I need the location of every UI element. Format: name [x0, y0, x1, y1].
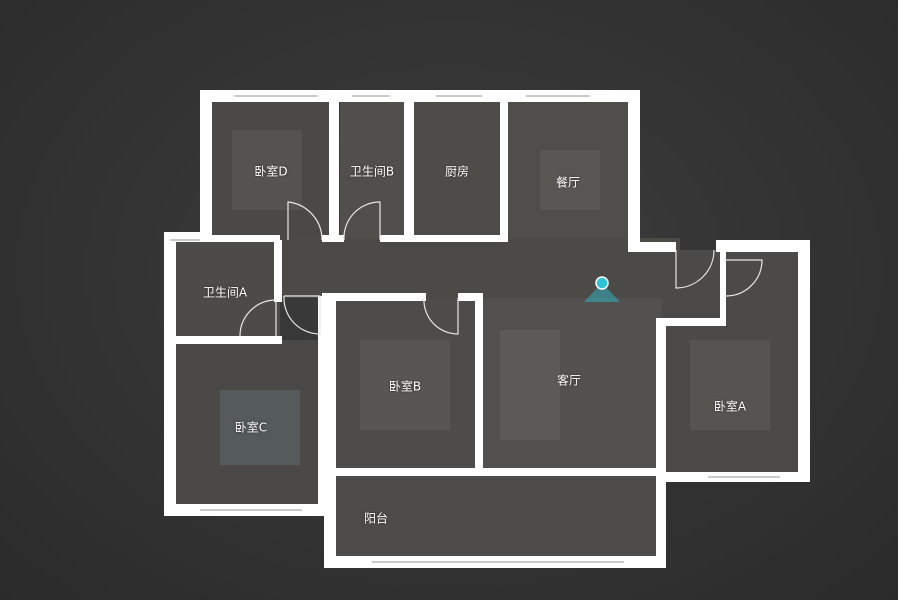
wall-bedroom-a-right: [798, 240, 810, 482]
room-floors: [176, 100, 800, 562]
wall-top: [200, 90, 640, 102]
wall-bathroom-a-right: [274, 240, 282, 302]
doors: [239, 201, 763, 337]
wall-bedroom-a-entry-post: [720, 250, 726, 326]
wall-dining-bottom-right: [628, 242, 676, 252]
wall-bathroom-a-top: [164, 232, 212, 242]
table-dining: [540, 150, 600, 210]
wall-upper-rooms-bottom: [200, 235, 280, 242]
wall-bedroom-b-top: [322, 293, 426, 301]
door-bedroom-a: [725, 259, 763, 297]
room-label-living[interactable]: 客厅: [556, 373, 582, 388]
wall-bedroom-b-bottom: [328, 468, 656, 476]
wall-bedroom-a-left: [656, 318, 666, 480]
room-label-bathroom-a[interactable]: 卫生间A: [202, 285, 248, 300]
room-label-bathroom-b[interactable]: 卫生间B: [349, 164, 395, 179]
location-pin-dot[interactable]: [595, 276, 609, 290]
wall-bedroom-a-top: [716, 240, 810, 252]
bed-bedroom-b: [360, 340, 450, 430]
location-pin-icon[interactable]: [584, 276, 620, 302]
view-cone: [584, 283, 620, 302]
room-label-bedroom-d[interactable]: 卧室D: [254, 164, 288, 179]
door-bedroom-c: [283, 295, 321, 335]
room-label-kitchen[interactable]: 厨房: [444, 164, 470, 179]
wall-b-kitchen-divider: [404, 100, 414, 240]
floor-dining: [508, 100, 632, 245]
wall-balcony-right: [656, 472, 666, 568]
floor-kitchen: [414, 100, 506, 238]
room-label-bedroom-c[interactable]: 卧室C: [234, 420, 268, 435]
wall-kitchen-dining-divider: [500, 100, 508, 242]
floor-balcony: [334, 472, 656, 562]
wall-balcony-left: [324, 472, 336, 568]
floor-bedroom-d: [210, 100, 330, 238]
door-bathroom-a: [239, 299, 277, 337]
wall-upper-rooms-bottom-2: [322, 235, 344, 242]
wall-bedroom-b-right: [475, 293, 483, 476]
wall-bedroom-b-top-2: [458, 293, 482, 301]
bed-bedroom-d: [232, 130, 302, 210]
floor-bedroom-b: [336, 298, 476, 472]
wall-bathroom-a-bottom: [164, 336, 282, 344]
room-label-dining[interactable]: 餐厅: [555, 175, 581, 190]
windows: [170, 95, 780, 563]
wall-bathroom-a-left: [164, 232, 176, 516]
floor-bedroom-a: [662, 250, 800, 476]
wall-d-b-divider: [329, 100, 339, 240]
wall-bedroom-d-left: [200, 90, 212, 242]
door-bathroom-b: [343, 201, 381, 241]
floor-bedroom-c: [176, 340, 328, 508]
bed-bedroom-a: [690, 340, 770, 430]
floor-bathroom-a: [176, 240, 280, 340]
furniture-hints: [220, 130, 770, 465]
wall-dining-right: [628, 90, 640, 252]
room-label-bedroom-a[interactable]: 卧室A: [713, 399, 747, 414]
sofa-living: [500, 330, 560, 440]
floor-living: [480, 298, 662, 472]
wall-bedroom-c-right: [318, 296, 328, 514]
wall-upper-rooms-bottom-3: [380, 235, 508, 242]
wall-bedroom-b-left: [328, 296, 336, 476]
room-label-balcony[interactable]: 阳台: [363, 511, 389, 526]
door-bedroom-d: [287, 201, 323, 241]
wall-bedroom-a-entry: [656, 318, 726, 326]
walls: [164, 90, 810, 568]
door-bedroom-b: [423, 297, 459, 335]
floor-hall: [280, 238, 680, 298]
room-label-bedroom-b[interactable]: 卧室B: [388, 379, 422, 394]
door-entry: [675, 249, 715, 289]
bed-bedroom-c: [220, 390, 300, 465]
